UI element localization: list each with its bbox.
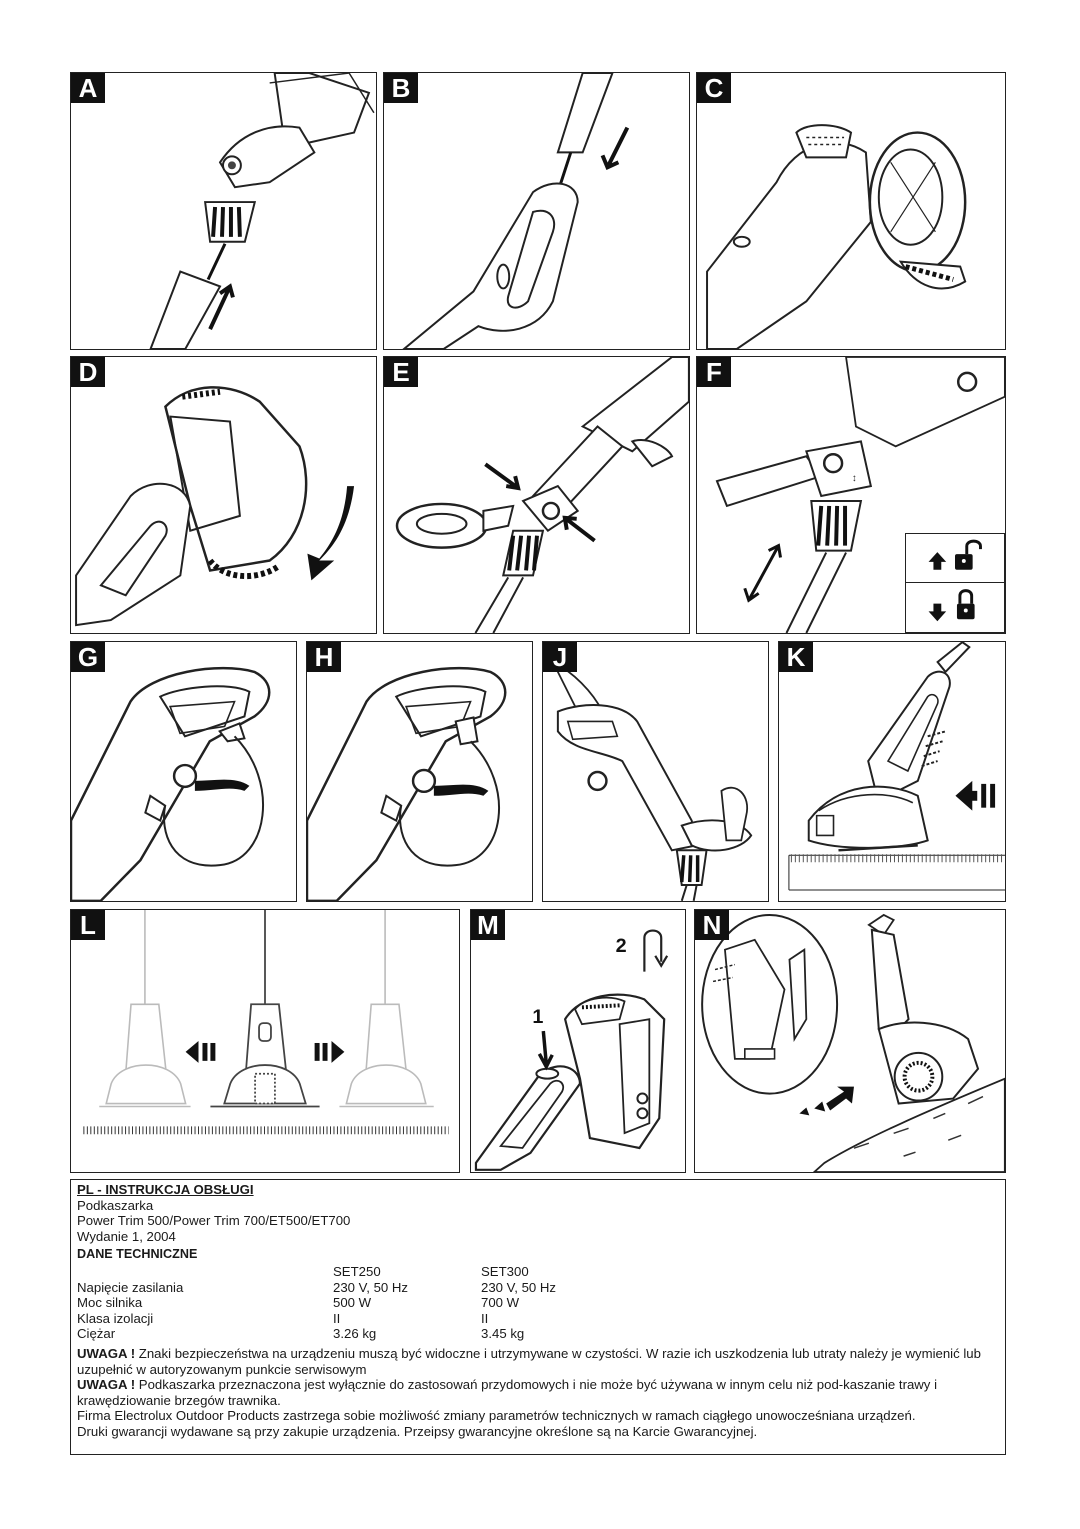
panel-label: A bbox=[71, 73, 105, 103]
panel-l: L bbox=[70, 909, 460, 1173]
panel-label: J bbox=[543, 642, 577, 672]
panel-n: N bbox=[694, 909, 1006, 1173]
svg-text:↕: ↕ bbox=[852, 473, 857, 484]
arrow-up-unlock-icon bbox=[928, 539, 982, 570]
spec-cell: 500 W bbox=[333, 1295, 372, 1311]
panel-m: 2 1 M bbox=[470, 909, 686, 1173]
spec-cell: Moc silnika bbox=[77, 1295, 143, 1311]
illustration-tube-insert bbox=[402, 73, 630, 349]
panel-label: F bbox=[697, 357, 731, 387]
panel-label: B bbox=[384, 73, 418, 103]
spec-cell: Ciężar bbox=[77, 1326, 116, 1342]
document-heading: PL - INSTRUKCJA OBSŁUGI bbox=[77, 1182, 254, 1197]
panel-c: C bbox=[696, 72, 1006, 350]
arrow-down-lock-icon bbox=[928, 589, 975, 622]
spec-cell: II bbox=[333, 1310, 341, 1326]
spec-table: SET250 SET300 Napięcie zasilania 230 V, … bbox=[77, 1264, 999, 1342]
warning-paragraph-1: UWAGA ! Znaki bezpieczeństwa na urządzen… bbox=[77, 1346, 999, 1377]
product-name: Podkaszarka bbox=[77, 1197, 154, 1213]
tech-data-heading: DANE TECHNICZNE bbox=[77, 1247, 198, 1262]
illustration-head-assembly bbox=[706, 124, 967, 349]
warning-label: UWAGA ! bbox=[77, 1377, 136, 1393]
instruction-text-block: PL - INSTRUKCJA OBSŁUGI Podkaszarka Powe… bbox=[70, 1179, 1006, 1455]
spec-cell: 230 V, 50 Hz bbox=[333, 1279, 409, 1295]
illustration-telescopic-lock: ↕ bbox=[715, 357, 1005, 633]
spec-cell: 230 V, 50 Hz bbox=[481, 1279, 557, 1295]
panel-d: D bbox=[70, 356, 377, 634]
panel-a: A bbox=[70, 72, 377, 350]
panel-k: K bbox=[778, 641, 1006, 902]
spec-cell: 700 W bbox=[481, 1295, 520, 1311]
step-one-label: 1 bbox=[532, 1006, 543, 1028]
panel-label: D bbox=[71, 357, 105, 387]
panel-label: E bbox=[384, 357, 418, 387]
panel-label: C bbox=[697, 73, 731, 103]
illustration-auxiliary-handle bbox=[395, 357, 689, 633]
warning-text: Znaki bezpieczeństwa na urządzeniu muszą… bbox=[77, 1345, 981, 1377]
panel-f: ↕ F bbox=[696, 356, 1006, 634]
panel-label: M bbox=[471, 910, 505, 940]
panel-label: G bbox=[71, 642, 105, 672]
lock-legend bbox=[905, 533, 1005, 633]
spec-header-cell: SET300 bbox=[481, 1263, 529, 1279]
unlock-row bbox=[906, 534, 1004, 583]
lock-row bbox=[906, 583, 1004, 632]
illustration-spool-removal: 2 1 bbox=[474, 929, 669, 1171]
spec-cell: Napięcie zasilania bbox=[77, 1279, 184, 1295]
panel-h: H bbox=[306, 641, 533, 902]
spec-cell: II bbox=[481, 1310, 489, 1326]
panel-label: H bbox=[307, 642, 341, 672]
illustration-head-closed bbox=[75, 386, 355, 627]
panel-label: L bbox=[71, 910, 105, 940]
panel-label: N bbox=[695, 910, 729, 940]
illustration-trimming-head-tilt bbox=[83, 910, 449, 1135]
spec-header-cell: SET250 bbox=[333, 1263, 381, 1279]
panel-g: G bbox=[70, 641, 297, 902]
illustration-cable-hook-open bbox=[71, 666, 271, 901]
manufacturer-note: Firma Electrolux Outdoor Products zastrz… bbox=[77, 1408, 916, 1424]
illustration-tube-assembly bbox=[149, 73, 375, 349]
edition-info: Wydanie 1, 2004 bbox=[77, 1228, 176, 1244]
warning-label: UWAGA ! bbox=[77, 1345, 136, 1361]
panel-j: J bbox=[542, 641, 769, 902]
illustration-cable-hook-closed bbox=[307, 666, 507, 901]
illustration-holding-trimmer bbox=[550, 659, 753, 901]
warning-paragraph-2: UWAGA ! Podkaszarka przeznaczona jest wy… bbox=[77, 1377, 999, 1408]
illustration-edging bbox=[701, 913, 1005, 1172]
spec-cell: 3.45 kg bbox=[481, 1326, 525, 1342]
warning-text: Podkaszarka przeznaczona jest wyłącznie … bbox=[77, 1377, 937, 1408]
panel-label: K bbox=[779, 642, 813, 672]
spec-cell: Klasa izolacji bbox=[77, 1310, 154, 1326]
illustration-edge-guide bbox=[788, 642, 1005, 891]
spec-cell: 3.26 kg bbox=[333, 1326, 377, 1342]
panel-e: E bbox=[383, 356, 690, 634]
model-list: Power Trim 500/Power Trim 700/ET500/ET70… bbox=[77, 1213, 351, 1229]
panel-b: B bbox=[383, 72, 690, 350]
step-two-label: 2 bbox=[616, 935, 627, 957]
warranty-note: Druki gwarancji wydawane są przy zakupie… bbox=[77, 1423, 758, 1439]
spec-header-cell bbox=[77, 1264, 333, 1280]
